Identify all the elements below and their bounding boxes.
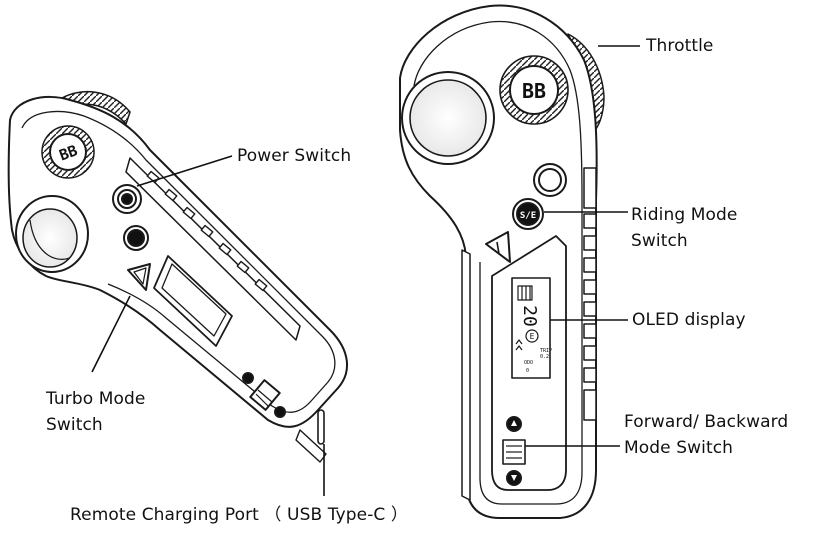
right-finger-hole xyxy=(401,71,495,165)
svg-text:BB: BB xyxy=(57,141,80,164)
oled-trip-label: TRIP xyxy=(540,348,552,354)
svg-text:S/E: S/E xyxy=(520,211,536,221)
right-remote: BB S/E 20 xyxy=(399,4,605,519)
right-body-bevel xyxy=(413,20,583,505)
right-side-slots xyxy=(583,167,597,421)
left-finger-hole xyxy=(15,195,89,273)
label-riding-mode-line1: Riding Mode xyxy=(631,205,738,225)
left-riding-mode-button xyxy=(123,225,149,251)
oled-odo-label: ODO xyxy=(524,360,533,366)
oled-speed: 20 xyxy=(519,305,540,327)
label-forward-backward-line2: Mode Switch xyxy=(624,438,734,458)
label-oled-display: OLED display xyxy=(632,310,746,330)
right-oled-screen: 20 E TRIP 0.2 ODO 0 xyxy=(511,277,552,379)
callout-lines xyxy=(91,45,640,496)
svg-text:BB: BB xyxy=(522,79,546,103)
right-logo-gear: BB xyxy=(499,55,569,125)
left-charging-port xyxy=(317,409,325,445)
label-forward-backward-line1: Forward/ Backward xyxy=(624,412,789,432)
left-side-slots xyxy=(146,170,268,292)
left-remote: BB xyxy=(7,90,349,463)
right-turbo-button xyxy=(485,231,511,263)
callout-power-switch xyxy=(136,155,233,187)
right-left-rail xyxy=(461,249,471,501)
label-remote-charging-port: Remote Charging Port （ USB Type-C ） xyxy=(70,505,408,525)
oled-odo-value: 0 xyxy=(526,368,529,374)
right-riding-mode-button: S/E xyxy=(512,198,544,230)
left-body-outline xyxy=(7,95,349,428)
oled-trip-value: 0.2 xyxy=(540,354,549,360)
callout-turbo-mode xyxy=(91,295,131,373)
right-direction-switch xyxy=(502,416,526,486)
label-riding-mode-line2: Switch xyxy=(631,231,688,251)
label-power-switch: Power Switch xyxy=(237,146,352,166)
left-direction-switch xyxy=(242,372,286,418)
left-turbo-button xyxy=(127,263,151,291)
label-turbo-mode-line1: Turbo Mode xyxy=(46,389,146,409)
left-logo-gear: BB xyxy=(41,125,95,179)
left-oled-screen xyxy=(153,255,233,347)
oled-unit-badge: E xyxy=(530,332,535,341)
left-body-bevel xyxy=(21,110,336,413)
label-throttle: Throttle xyxy=(646,36,714,56)
label-turbo-mode-line2: Switch xyxy=(46,415,103,435)
left-power-button xyxy=(112,184,142,214)
right-power-button xyxy=(533,163,567,197)
